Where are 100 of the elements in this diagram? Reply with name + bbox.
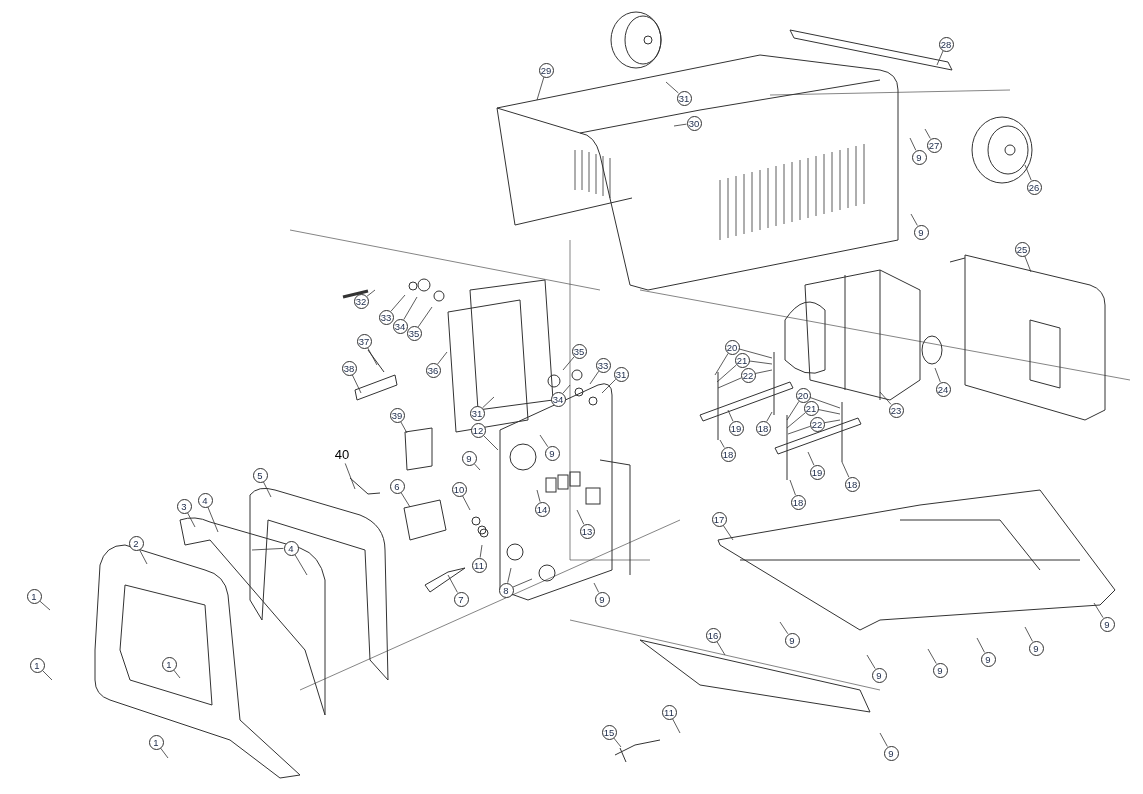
leader-line — [866, 654, 876, 669]
leader-line — [719, 439, 725, 448]
leader-line — [437, 351, 448, 365]
leader-line — [786, 400, 800, 421]
leader-line — [672, 718, 681, 734]
callout-number: 29 — [538, 62, 554, 78]
leader-line — [187, 512, 196, 528]
leader-line — [716, 641, 726, 656]
callout-number: 9 — [461, 450, 477, 466]
leader-line — [512, 578, 533, 588]
callout-number: 9 — [932, 662, 948, 678]
leader-line — [673, 123, 687, 127]
leader-line — [507, 567, 512, 584]
callout-number: 3 — [176, 498, 192, 514]
leader-line — [927, 648, 937, 664]
leader-line — [665, 81, 679, 94]
leader-line — [473, 463, 481, 471]
leader-line — [262, 481, 272, 498]
callout-number: 22 — [809, 416, 825, 432]
callout-number: 25 — [1014, 241, 1030, 257]
callout-number: 14 — [534, 501, 550, 517]
leader-line — [766, 411, 773, 422]
leader-line — [841, 461, 850, 478]
callout-number: 21 — [734, 352, 750, 368]
callout-number: 1 — [148, 734, 164, 750]
callout-number: 31 — [676, 90, 692, 106]
callout-number: 15 — [601, 724, 617, 740]
callout-number: 27 — [926, 137, 942, 153]
leader-line — [1024, 164, 1032, 181]
callout-number: 18 — [844, 476, 860, 492]
leader-line — [207, 506, 219, 533]
leader-line — [924, 128, 931, 139]
leader-line — [351, 374, 362, 394]
leader-line — [344, 463, 356, 490]
callout-number: 24 — [935, 381, 951, 397]
callout-number: 9 — [883, 745, 899, 761]
callout-number: 31 — [613, 366, 629, 382]
leader-line — [909, 137, 917, 151]
callout-number: 36 — [425, 362, 441, 378]
leader-line — [539, 434, 549, 448]
leader-line — [716, 364, 737, 383]
callout-number: 40 — [333, 447, 351, 463]
callout-number: 9 — [594, 591, 610, 607]
leader-line — [601, 378, 617, 394]
leader-line — [589, 370, 600, 385]
callout-number: 9 — [911, 149, 927, 165]
leader-line — [613, 737, 622, 748]
callout-number: 34 — [392, 318, 408, 334]
callout-number: 12 — [470, 422, 486, 438]
leader-line — [251, 548, 284, 551]
leader-line — [879, 391, 892, 405]
leader-line — [722, 524, 734, 541]
callout-number: 30 — [686, 115, 702, 131]
leader-line — [536, 489, 541, 503]
callout-number: 5 — [252, 467, 268, 483]
callout-number: 19 — [728, 420, 744, 436]
leader-line — [934, 367, 941, 383]
callout-number: 9 — [980, 651, 996, 667]
callout-number: 20 — [795, 387, 811, 403]
leader-line — [779, 621, 789, 635]
leader-line — [576, 509, 585, 525]
leader-line — [727, 409, 734, 422]
callout-number: 16 — [705, 627, 721, 643]
leader-line — [479, 544, 483, 558]
leader-line — [366, 289, 376, 297]
leader-line — [482, 434, 499, 451]
leader-line — [717, 377, 742, 389]
callout-number: 11 — [661, 704, 677, 720]
callout-number: 9 — [913, 224, 929, 240]
callout-number: 1 — [26, 588, 42, 604]
leader-line — [976, 637, 985, 653]
leader-line — [447, 574, 458, 593]
callout-number: 9 — [1099, 616, 1115, 632]
leader-line — [593, 582, 600, 593]
leader-line — [936, 50, 944, 66]
leader-line — [562, 356, 575, 371]
leader-line — [1024, 255, 1032, 273]
callout-number: 9 — [784, 632, 800, 648]
leader-line — [536, 76, 545, 101]
leader-line — [879, 732, 888, 747]
callout-number: 18 — [790, 494, 806, 510]
leader-line — [400, 492, 411, 508]
leader-line — [39, 600, 51, 611]
leader-line — [787, 426, 811, 435]
leader-line — [807, 451, 815, 466]
leader-line — [367, 347, 378, 366]
callout-number: 9 — [1028, 640, 1044, 656]
callout-number: 34 — [550, 391, 566, 407]
callout-number: 1 — [161, 656, 177, 672]
leader-line — [786, 412, 806, 429]
callout-number: 38 — [341, 360, 357, 376]
leader-line — [390, 294, 406, 312]
callout-number: 13 — [579, 523, 595, 539]
leader-line — [809, 397, 841, 409]
leader-line — [817, 409, 841, 415]
leader-line — [824, 419, 841, 424]
callout-number: 18 — [755, 420, 771, 436]
leader-line — [403, 296, 418, 320]
callout-number: 9 — [871, 667, 887, 683]
callout-number: 33 — [378, 309, 394, 325]
